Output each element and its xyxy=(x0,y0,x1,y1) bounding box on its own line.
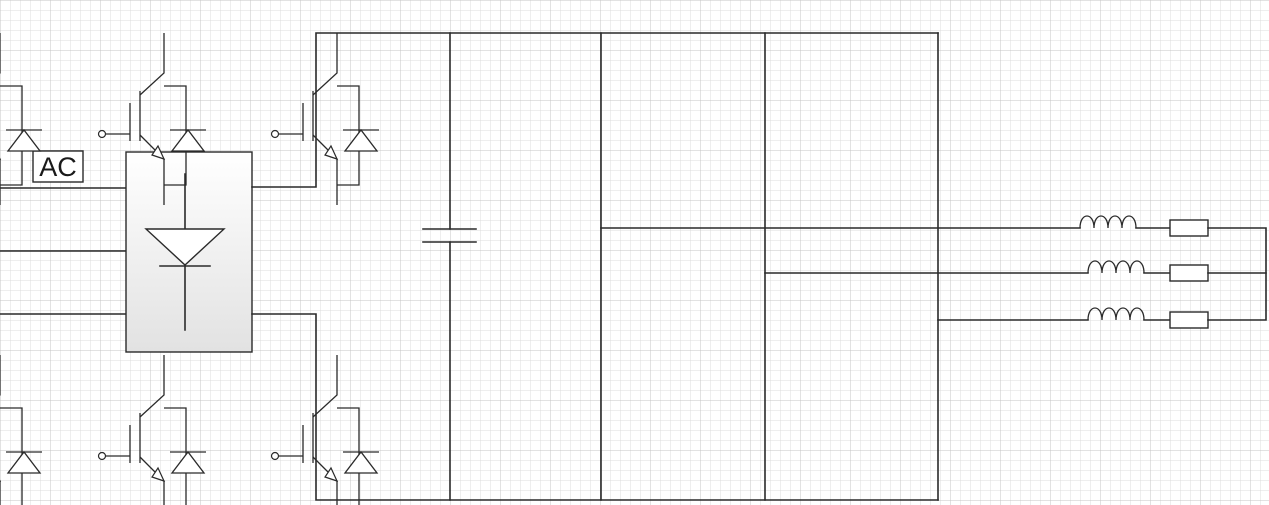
load-star-connection xyxy=(1207,227,1267,321)
dc-bus xyxy=(251,32,939,501)
igbt-switch-6 xyxy=(270,355,379,505)
inductor-2 xyxy=(1087,260,1145,274)
igbt-switches xyxy=(0,33,379,505)
igbt-switch-4 xyxy=(0,355,42,505)
ac-input-lines xyxy=(0,187,127,315)
rectifier-block xyxy=(125,151,253,353)
inductor-1 xyxy=(1079,215,1137,229)
resistor-3 xyxy=(1169,311,1209,329)
ac-source-label: AC xyxy=(32,150,84,183)
dc-link-capacitor xyxy=(422,32,477,501)
igbt-switch-5 xyxy=(97,355,206,505)
load-branch-1 xyxy=(1079,215,1209,237)
resistor-2 xyxy=(1169,264,1209,282)
igbt-switch-1 xyxy=(0,33,42,205)
load-branch-3 xyxy=(1087,307,1209,329)
igbt-switch-3 xyxy=(270,33,379,205)
load-branches xyxy=(1079,215,1209,329)
inductor-3 xyxy=(1087,307,1145,321)
output-wires xyxy=(600,227,1089,321)
igbt-switch-2 xyxy=(97,33,206,205)
resistor-1 xyxy=(1169,219,1209,237)
ac-label-text: AC xyxy=(39,152,77,182)
diode-icon xyxy=(144,173,226,331)
